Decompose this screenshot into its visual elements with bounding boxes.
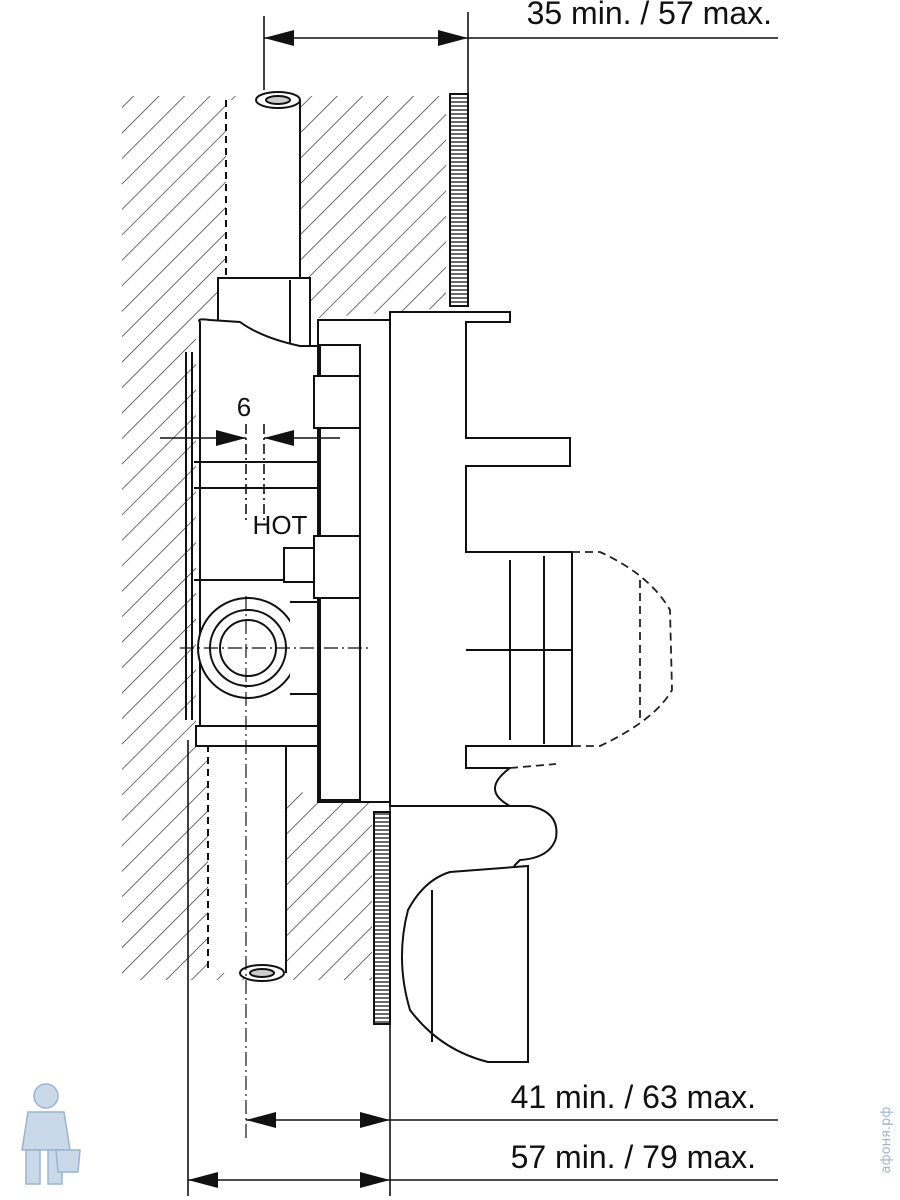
dimension-bottom-inner-label: 41 min. / 63 max.: [511, 1079, 756, 1115]
dimension-offset: [160, 424, 340, 520]
tile-finish: [373, 93, 469, 1025]
dimension-top-label: 35 min. / 57 max.: [527, 0, 772, 31]
supply-pipe: [207, 91, 301, 982]
wall-hatching: [122, 96, 446, 980]
dimension-bottom: [187, 740, 778, 1196]
dimension-bottom-outer-label: 57 min. / 79 max.: [511, 1139, 756, 1175]
outlet-centerline: [180, 596, 372, 1140]
dimension-offset-label: 6: [237, 392, 251, 422]
extension-cap-dashed: [509, 551, 673, 769]
handle-knob: [390, 805, 558, 1063]
watermark-text: афоня.рф: [879, 1107, 894, 1174]
mounting-plate: [313, 311, 573, 807]
hot-label: HOT: [253, 510, 308, 540]
dimension-top: [263, 12, 778, 94]
plumber-mascot-icon: [21, 1083, 81, 1185]
